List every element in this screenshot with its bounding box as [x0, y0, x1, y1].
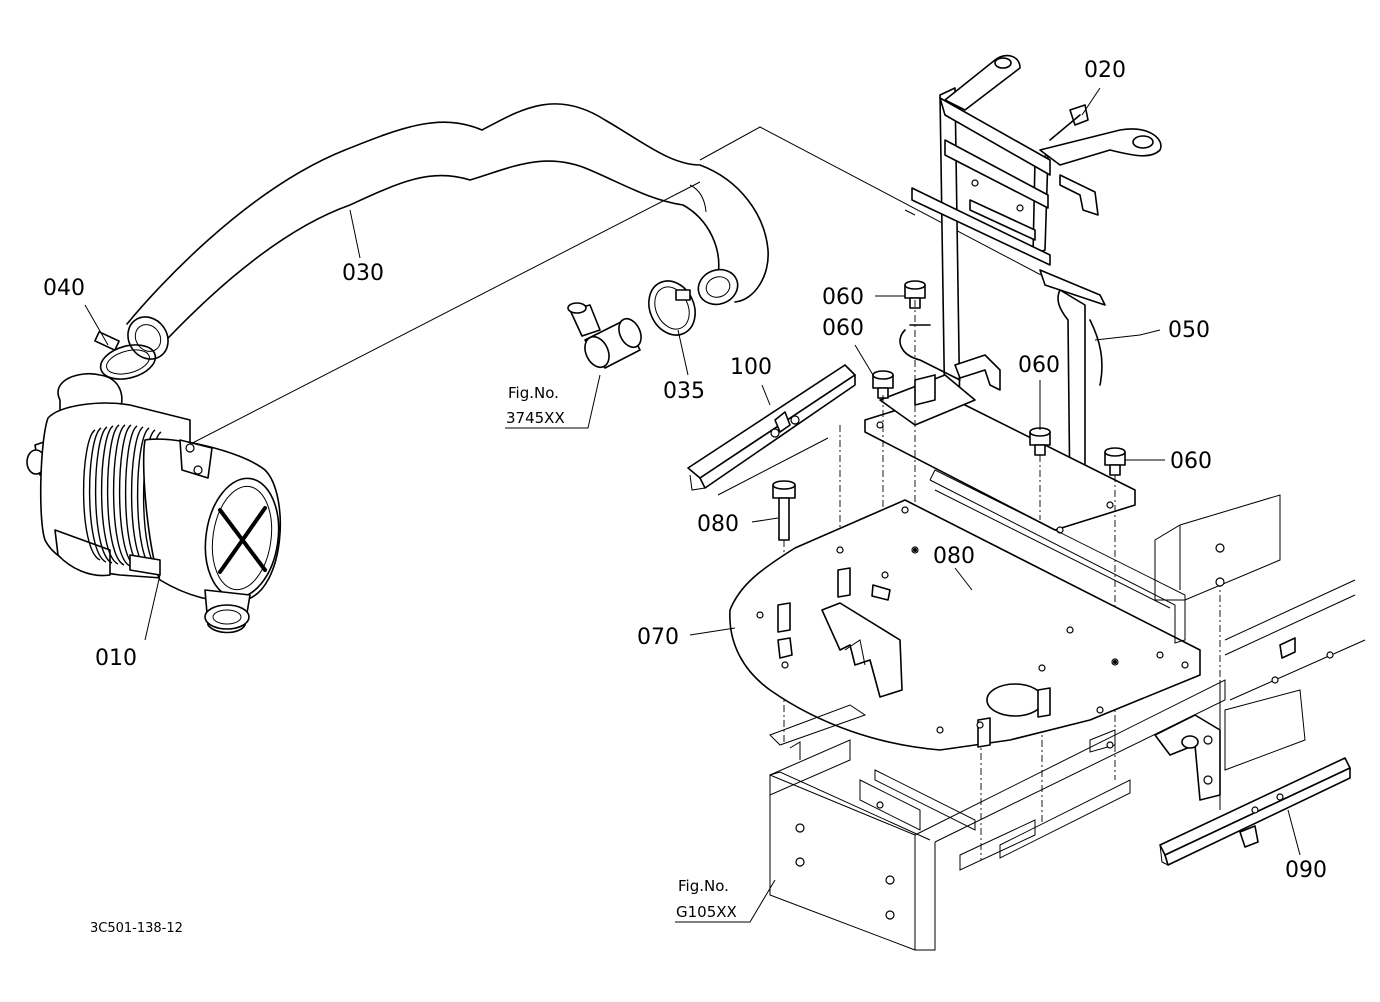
callout-070: 070: [637, 625, 679, 650]
bolt-060-b: [872, 370, 894, 399]
cross-rail-090: [1159, 757, 1351, 866]
section-reference-lines: [139, 126, 1061, 496]
callout-labels: 010 020 030 035 040 050 060 060 060 060 …: [43, 58, 1327, 883]
figure-ref-3745xx-line1: Fig.No.: [508, 384, 559, 402]
callout-030: 030: [342, 261, 384, 286]
callout-080-b: 080: [933, 544, 975, 569]
figure-ref-g105xx-line1: Fig.No.: [678, 877, 729, 895]
figure-ref-3745xx-line2: 3745XX: [506, 409, 565, 427]
cleaner-bracket-100: [687, 364, 856, 491]
bolt-080-a: [772, 480, 796, 541]
mount-arm-020: [944, 54, 1162, 166]
document-id: 3C501-138-12: [90, 921, 183, 936]
callout-020: 020: [1084, 58, 1126, 83]
callout-050: 050: [1168, 318, 1210, 343]
callout-100: 100: [730, 355, 772, 380]
callout-060-c: 060: [1018, 353, 1060, 378]
callout-090: 090: [1285, 858, 1327, 883]
hose-clamp-035: [648, 280, 696, 336]
lower-frame-assembly: [769, 494, 1366, 951]
callout-060-d: 060: [1170, 449, 1212, 474]
hose-clamp-040: [94, 331, 157, 380]
figure-reference-g105xx: Fig.No. G105XX: [676, 877, 737, 921]
leader-lines: [84, 87, 1301, 923]
bolt-060-c: [1029, 427, 1051, 456]
callout-040: 040: [43, 276, 85, 301]
callout-060-b: 060: [822, 316, 864, 341]
mounting-plate-070: [729, 469, 1201, 751]
adapter-pipe: [567, 302, 642, 369]
bolt-060-d: [1104, 447, 1126, 476]
callout-010: 010: [95, 646, 137, 671]
callout-060-a: 060: [822, 285, 864, 310]
air-cleaner-assembly: [26, 373, 282, 634]
figure-reference-3745xx: Fig.No. 3745XX: [506, 384, 565, 427]
callout-035: 035: [663, 379, 705, 404]
figure-ref-g105xx-line2: G105XX: [676, 903, 737, 921]
callout-080-a: 080: [697, 512, 739, 537]
air-intake-hose: [126, 103, 769, 360]
support-frame-050: [864, 87, 1136, 534]
